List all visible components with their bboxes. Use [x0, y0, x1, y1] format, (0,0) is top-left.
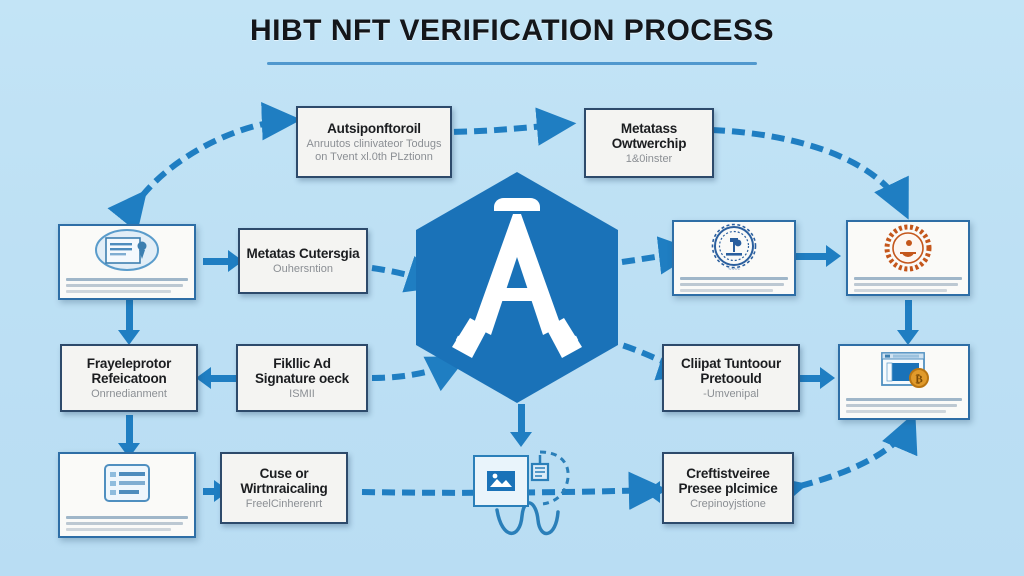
dashed-arrow-top-mid — [433, 107, 577, 146]
orange-seal-icon — [848, 222, 968, 274]
node-subtitle: Crepinoyjstione — [690, 497, 766, 510]
arrow-line — [518, 404, 525, 438]
svg-text:~~~~: ~~~~ — [728, 267, 740, 273]
arrow-head — [196, 367, 211, 389]
card-text-lines — [60, 513, 194, 536]
node-title: Metatas Cutersgia — [246, 246, 360, 262]
node-bottom-right[interactable]: Creftistveiree Presee plcimice Crepinoyj… — [662, 452, 794, 524]
node-title: Metatass Owtwerchip — [611, 120, 687, 151]
browser-coin-icon: ₿ — [840, 346, 968, 395]
dashed-arrow-bottom-right — [764, 412, 918, 513]
arrow-head — [897, 330, 919, 345]
svg-text:₿: ₿ — [915, 373, 923, 385]
title-underline — [267, 62, 757, 65]
dashed-arrow-top-left — [107, 102, 302, 233]
node-left-verify[interactable]: Frayeleprotor Refeicatoon Onrnedianment — [60, 344, 198, 412]
card-text-lines — [674, 274, 794, 294]
card-text-lines — [848, 274, 968, 294]
card-certificate[interactable] — [58, 224, 196, 300]
node-title: Autsiponftoroil — [327, 120, 421, 136]
node-subtitle: ISMII — [289, 387, 315, 400]
node-title: Frayeleprotor Refeicatoon — [86, 355, 172, 386]
node-right-output[interactable]: Cliipat Tuntoour Pretoould -Umvenipal — [662, 344, 800, 412]
node-bottom-left[interactable]: Cuse or Wirtnraicaling FreelCinherenrt — [220, 452, 348, 524]
card-browser-coin[interactable]: ₿ — [838, 344, 970, 420]
image-thumbnail-icon — [487, 471, 515, 491]
node-title: Creftistveiree Presee plcimice — [678, 465, 778, 496]
page-title: HIBT NFT VERIFICATION PROCESS — [250, 14, 774, 47]
tag-icon — [530, 455, 550, 482]
card-document-list[interactable] — [58, 452, 196, 538]
card-blue-seal[interactable]: ~~~~ — [672, 220, 796, 296]
card-text-lines — [60, 275, 194, 298]
thumbnail-box[interactable] — [473, 455, 529, 507]
node-subtitle: 1&0inster — [625, 152, 673, 165]
dashed-arrow-top-right — [711, 127, 909, 220]
arrow-line — [800, 375, 828, 382]
arrow-line — [126, 415, 133, 449]
node-title: Fikllic Ad Signature oeck — [255, 355, 349, 386]
card-orange-seal[interactable] — [846, 220, 970, 296]
arrow-head — [118, 330, 140, 345]
document-list-icon — [60, 454, 194, 513]
arrow-line — [203, 488, 223, 495]
node-mid-left[interactable]: Metatas Cutersgia Ouhersntion — [238, 228, 368, 294]
arrow-line — [210, 375, 240, 382]
card-text-lines — [840, 395, 968, 418]
arrow-line — [905, 300, 912, 336]
arrow-line — [795, 253, 833, 260]
arrow-head — [826, 245, 841, 267]
node-top-right[interactable]: Metatass Owtwerchip 1&0inster — [584, 108, 714, 178]
arrow-head — [645, 481, 660, 503]
center-hexagon-logo — [416, 172, 618, 403]
node-signature-check[interactable]: Fikllic Ad Signature oeck ISMII — [236, 344, 368, 412]
node-title: Cuse or Wirtnraicaling — [240, 465, 328, 496]
node-top-left[interactable]: Autsiponftoroil Anruutos clinivateor Tod… — [296, 106, 452, 178]
arrow-line — [203, 258, 239, 265]
node-subtitle: Ouhersntion — [273, 263, 333, 276]
node-subtitle: -Umvenipal — [703, 387, 759, 400]
node-title: Cliipat Tuntoour Pretoould — [680, 355, 782, 386]
node-subtitle: Onrnedianment — [91, 387, 167, 400]
node-subtitle: FreelCinherenrt — [245, 497, 323, 510]
arrow-head — [510, 432, 532, 447]
blue-seal-icon: ~~~~ — [674, 222, 794, 274]
arrow-head — [820, 367, 835, 389]
signature-squiggle — [495, 501, 560, 535]
certificate-icon — [60, 226, 194, 275]
node-subtitle: Anruutos clinivateor Todugs on Tvent xl.… — [306, 137, 442, 163]
arrow-line — [126, 300, 133, 336]
